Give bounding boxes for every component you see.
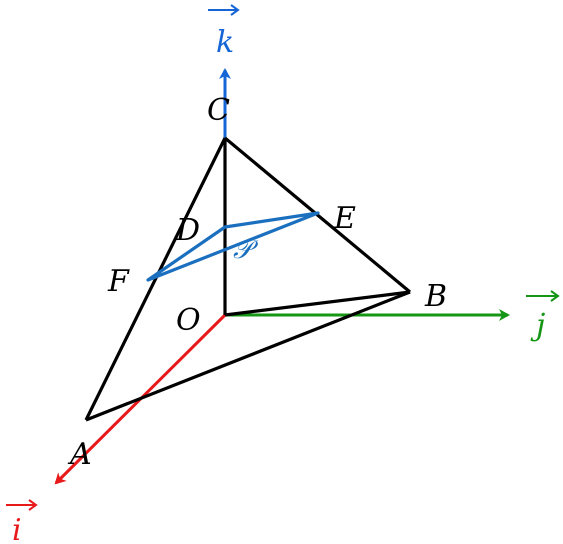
point-label-B: B <box>424 279 447 314</box>
point-label-A: A <box>67 437 92 472</box>
point-label-D: D <box>175 213 200 248</box>
i-label: i <box>12 513 22 544</box>
point-label-F: F <box>107 264 130 299</box>
tetrahedron-edges <box>84 136 412 422</box>
edge-CA <box>84 137 227 421</box>
point-label-E: E <box>333 201 356 236</box>
point-label-O: O <box>176 303 201 338</box>
i-vector-label: i <box>6 499 38 544</box>
plane-triangle-DEF <box>146 211 320 282</box>
j-label: j <box>530 308 545 343</box>
point-label-C: C <box>207 93 230 128</box>
k-label: k <box>216 25 234 60</box>
k-vector-label: k <box>208 4 240 60</box>
edge-OB <box>224 290 411 317</box>
j-vector-label: j <box>526 290 560 343</box>
edge-CB <box>223 136 412 294</box>
edge-AB <box>85 290 411 422</box>
